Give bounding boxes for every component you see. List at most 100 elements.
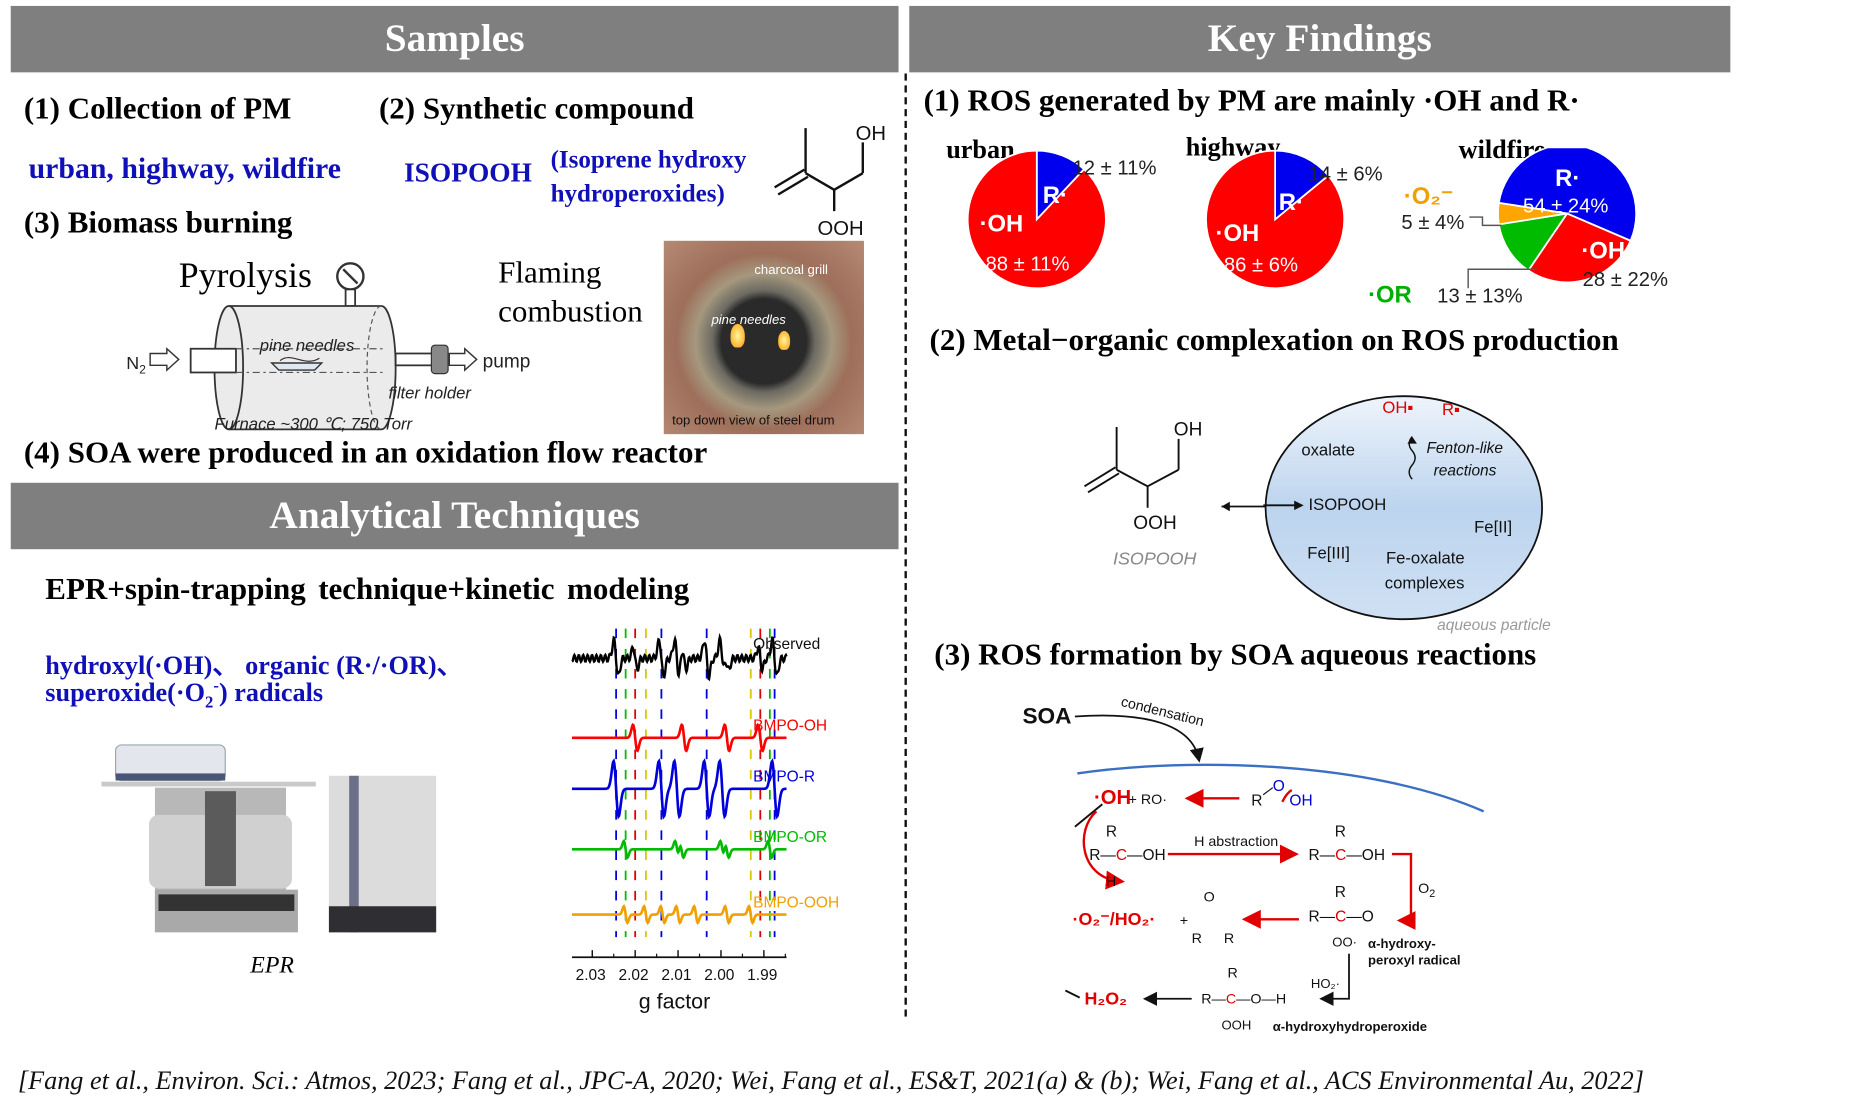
wildfire-r-value: 54 ± 24%	[1523, 195, 1608, 217]
epr-trace-bmpo-or	[572, 838, 787, 860]
epr-spectra-chart: ObservedBMPO-OHBMPO-RBMPO-ORBMPO-OOH2.03…	[571, 628, 839, 1013]
samples-title: Samples	[384, 17, 525, 60]
svg-text:R: R	[1227, 965, 1237, 981]
svg-text:H: H	[1106, 874, 1116, 890]
epr-x-tick-label: 2.02	[618, 967, 648, 984]
hydrogen-peroxide-product: H₂O₂	[1084, 989, 1127, 1009]
highway-r-label: R·	[1279, 189, 1304, 216]
fe2-label: Fe[II]	[1474, 518, 1512, 537]
pie-highway-slice-0	[1274, 149, 1330, 222]
epr-x-tick-label: 1.99	[747, 967, 777, 984]
epr-x-tick-label: 2.01	[661, 967, 691, 984]
svg-text:+: +	[1180, 913, 1188, 929]
filter-holder-label: filter holder	[388, 384, 472, 403]
urban-oh-label: ·OH	[980, 210, 1024, 237]
column-divider	[904, 73, 907, 1017]
svg-text:R—C—O—H: R—C—O—H	[1201, 992, 1286, 1008]
epr-x-tick-label: 2.03	[576, 967, 606, 984]
steel-drum-photo: charcoal grill pine needles top down vie…	[663, 240, 864, 435]
finding3-heading: (3) ROS formation by SOA aqueous reactio…	[934, 636, 1537, 672]
radicals-line2: superoxide(·O2-) radicals	[45, 677, 324, 713]
struct-ooh-label: OOH	[818, 218, 864, 240]
key-findings-title: Key Findings	[1207, 17, 1432, 60]
isopooh-fullname-line1: (Isoprene hydroxy	[550, 144, 747, 174]
key-findings-banner: Key Findings	[909, 5, 1731, 73]
alpha-hydroxyhydroperoxide-label: α-hydroxyhydroperoxide	[1273, 1019, 1427, 1034]
svg-text:OO·: OO·	[1332, 935, 1357, 950]
pm-collection-heading: (1) Collection of PM	[23, 91, 292, 126]
alpha-hydroxyperoxyl-line1: α-hydroxy-	[1368, 936, 1436, 951]
soa-reaction-scheme: SOA condensation ·OH + RO· R O OH R R—C—…	[1022, 694, 1485, 1034]
particle-r-radical: R▪	[1442, 400, 1460, 419]
epr-caption: EPR	[250, 952, 294, 979]
samples-banner: Samples	[10, 5, 899, 73]
wildfire-o2-leader	[1469, 216, 1502, 227]
epr-instrument-image	[101, 744, 437, 933]
method-heading: EPR+spin-trapping technique+kinetic mode…	[45, 571, 690, 607]
struct-oh-label: OH	[856, 123, 886, 145]
flame-icon	[778, 330, 791, 350]
flaming-title-line1: Flaming	[498, 255, 602, 290]
pyrolysis-title: Pyrolysis	[178, 256, 312, 296]
svg-text:R: R	[1192, 931, 1202, 947]
citation: [Fang et al., Environ. Sci.: Atmos, 2023…	[17, 1065, 1644, 1095]
pie-highway-slice-1	[1205, 149, 1346, 290]
h-abstraction-label: H abstraction	[1194, 834, 1278, 850]
pie-urban-slice-1	[966, 149, 1107, 290]
svg-text:R—C—O: R—C—O	[1308, 909, 1373, 926]
highway-oh-value: 86 ± 6%	[1224, 255, 1298, 277]
oxalate-label: oxalate	[1301, 441, 1355, 460]
flame-icon	[730, 323, 745, 348]
alpha-hydroxyperoxyl-line2: peroxyl radical	[1368, 952, 1460, 967]
hydroxyl-radical-product: ·OH	[1094, 787, 1131, 809]
epr-trace-observed	[571, 632, 788, 682]
pie-wildfire-slice-1	[1527, 212, 1632, 284]
finding1-heading: (1) ROS generated by PM are mainly ·OH a…	[923, 83, 1580, 118]
wildfire-o2-label: ·O₂⁻	[1404, 183, 1454, 210]
o2-label: O2	[1418, 881, 1435, 900]
pine-needles-label: pine needles	[259, 336, 355, 355]
epr-trace-label: BMPO-R	[753, 769, 815, 786]
struct2-name: ISOPOOH	[1113, 549, 1197, 569]
wildfire-oh-value: 28 ± 22%	[1583, 269, 1668, 291]
wildfire-o2-value: 5 ± 4%	[1401, 212, 1464, 234]
pump-label: pump	[483, 352, 531, 373]
wildfire-r-label: R·	[1555, 165, 1580, 192]
flaming-title-line2: combustion	[498, 294, 643, 329]
epr-trace-label: BMPO-OR	[753, 829, 827, 846]
urban-r-value: 12 ± 11%	[1073, 157, 1157, 179]
superoxide-product: ·O₂⁻/HO₂·	[1073, 909, 1156, 929]
biomass-burning-heading: (3) Biomass burning	[23, 205, 293, 240]
charcoal-grill-label: charcoal grill	[754, 263, 828, 278]
ro-radical: + RO·	[1129, 792, 1167, 808]
hydroperoxide-r: R	[1251, 792, 1262, 809]
fe3-label: Fe[III]	[1307, 544, 1350, 563]
synthetic-compound-heading: (2) Synthetic compound	[378, 91, 694, 126]
photo-caption: top down view of steel drum	[672, 413, 835, 429]
pie-wildfire-slice-3	[1497, 201, 1568, 226]
wildfire-or-label: ·OR	[1368, 282, 1412, 309]
condensation-label: condensation	[1119, 694, 1205, 730]
epr-trace-label: BMPO-OH	[753, 718, 827, 735]
svg-text:O: O	[1204, 890, 1215, 906]
epr-x-axis-label: g factor	[639, 989, 711, 1013]
isopooh-fullname-line2: hydroperoxides)	[550, 179, 725, 208]
analytical-techniques-title: Analytical Techniques	[269, 494, 640, 537]
complex-label-line2: complexes	[1385, 573, 1465, 592]
fenton-label-line1: Fenton-like	[1426, 440, 1503, 457]
pie-wildfire-slice-0	[1497, 148, 1638, 242]
isopooh-structure-2: OH OOH ISOPOOH	[1083, 419, 1299, 569]
svg-text:R: R	[1335, 823, 1346, 840]
hydroperoxide-o: O	[1273, 778, 1285, 795]
svg-text:R: R	[1335, 884, 1346, 901]
particle-oh-radical: OH▪	[1382, 398, 1413, 417]
soa-heading: (4) SOA were produced in an oxidation fl…	[23, 435, 708, 470]
highway-r-value: 14 ± 6%	[1308, 163, 1382, 185]
svg-text:R: R	[1224, 931, 1234, 947]
n2-label: N2	[126, 353, 146, 377]
ho2-label: HO₂·	[1311, 976, 1340, 991]
svg-text:R—C—OH: R—C—OH	[1308, 847, 1385, 864]
svg-text:R—C—OH: R—C—OH	[1089, 847, 1166, 864]
